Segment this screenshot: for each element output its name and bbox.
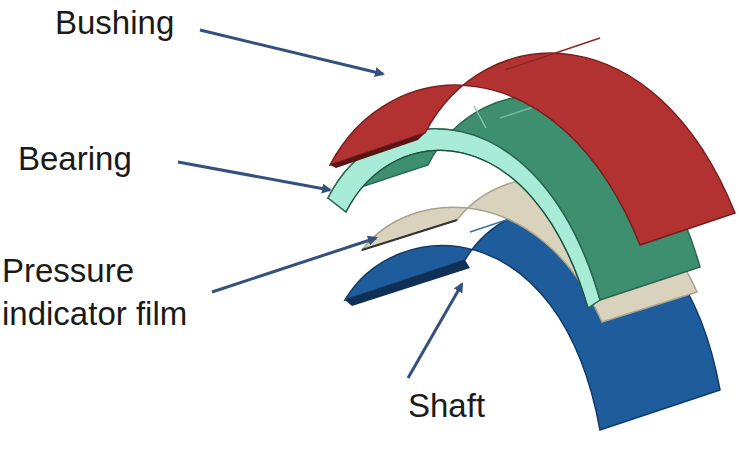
part-label: Bearing: [18, 138, 178, 181]
leader-arrows: [178, 30, 462, 378]
part-label: Bushing: [55, 2, 215, 45]
part-label: Pressure indicator film: [2, 250, 252, 336]
bushing-shell: [330, 38, 735, 245]
part-label: Shaft: [408, 385, 528, 428]
